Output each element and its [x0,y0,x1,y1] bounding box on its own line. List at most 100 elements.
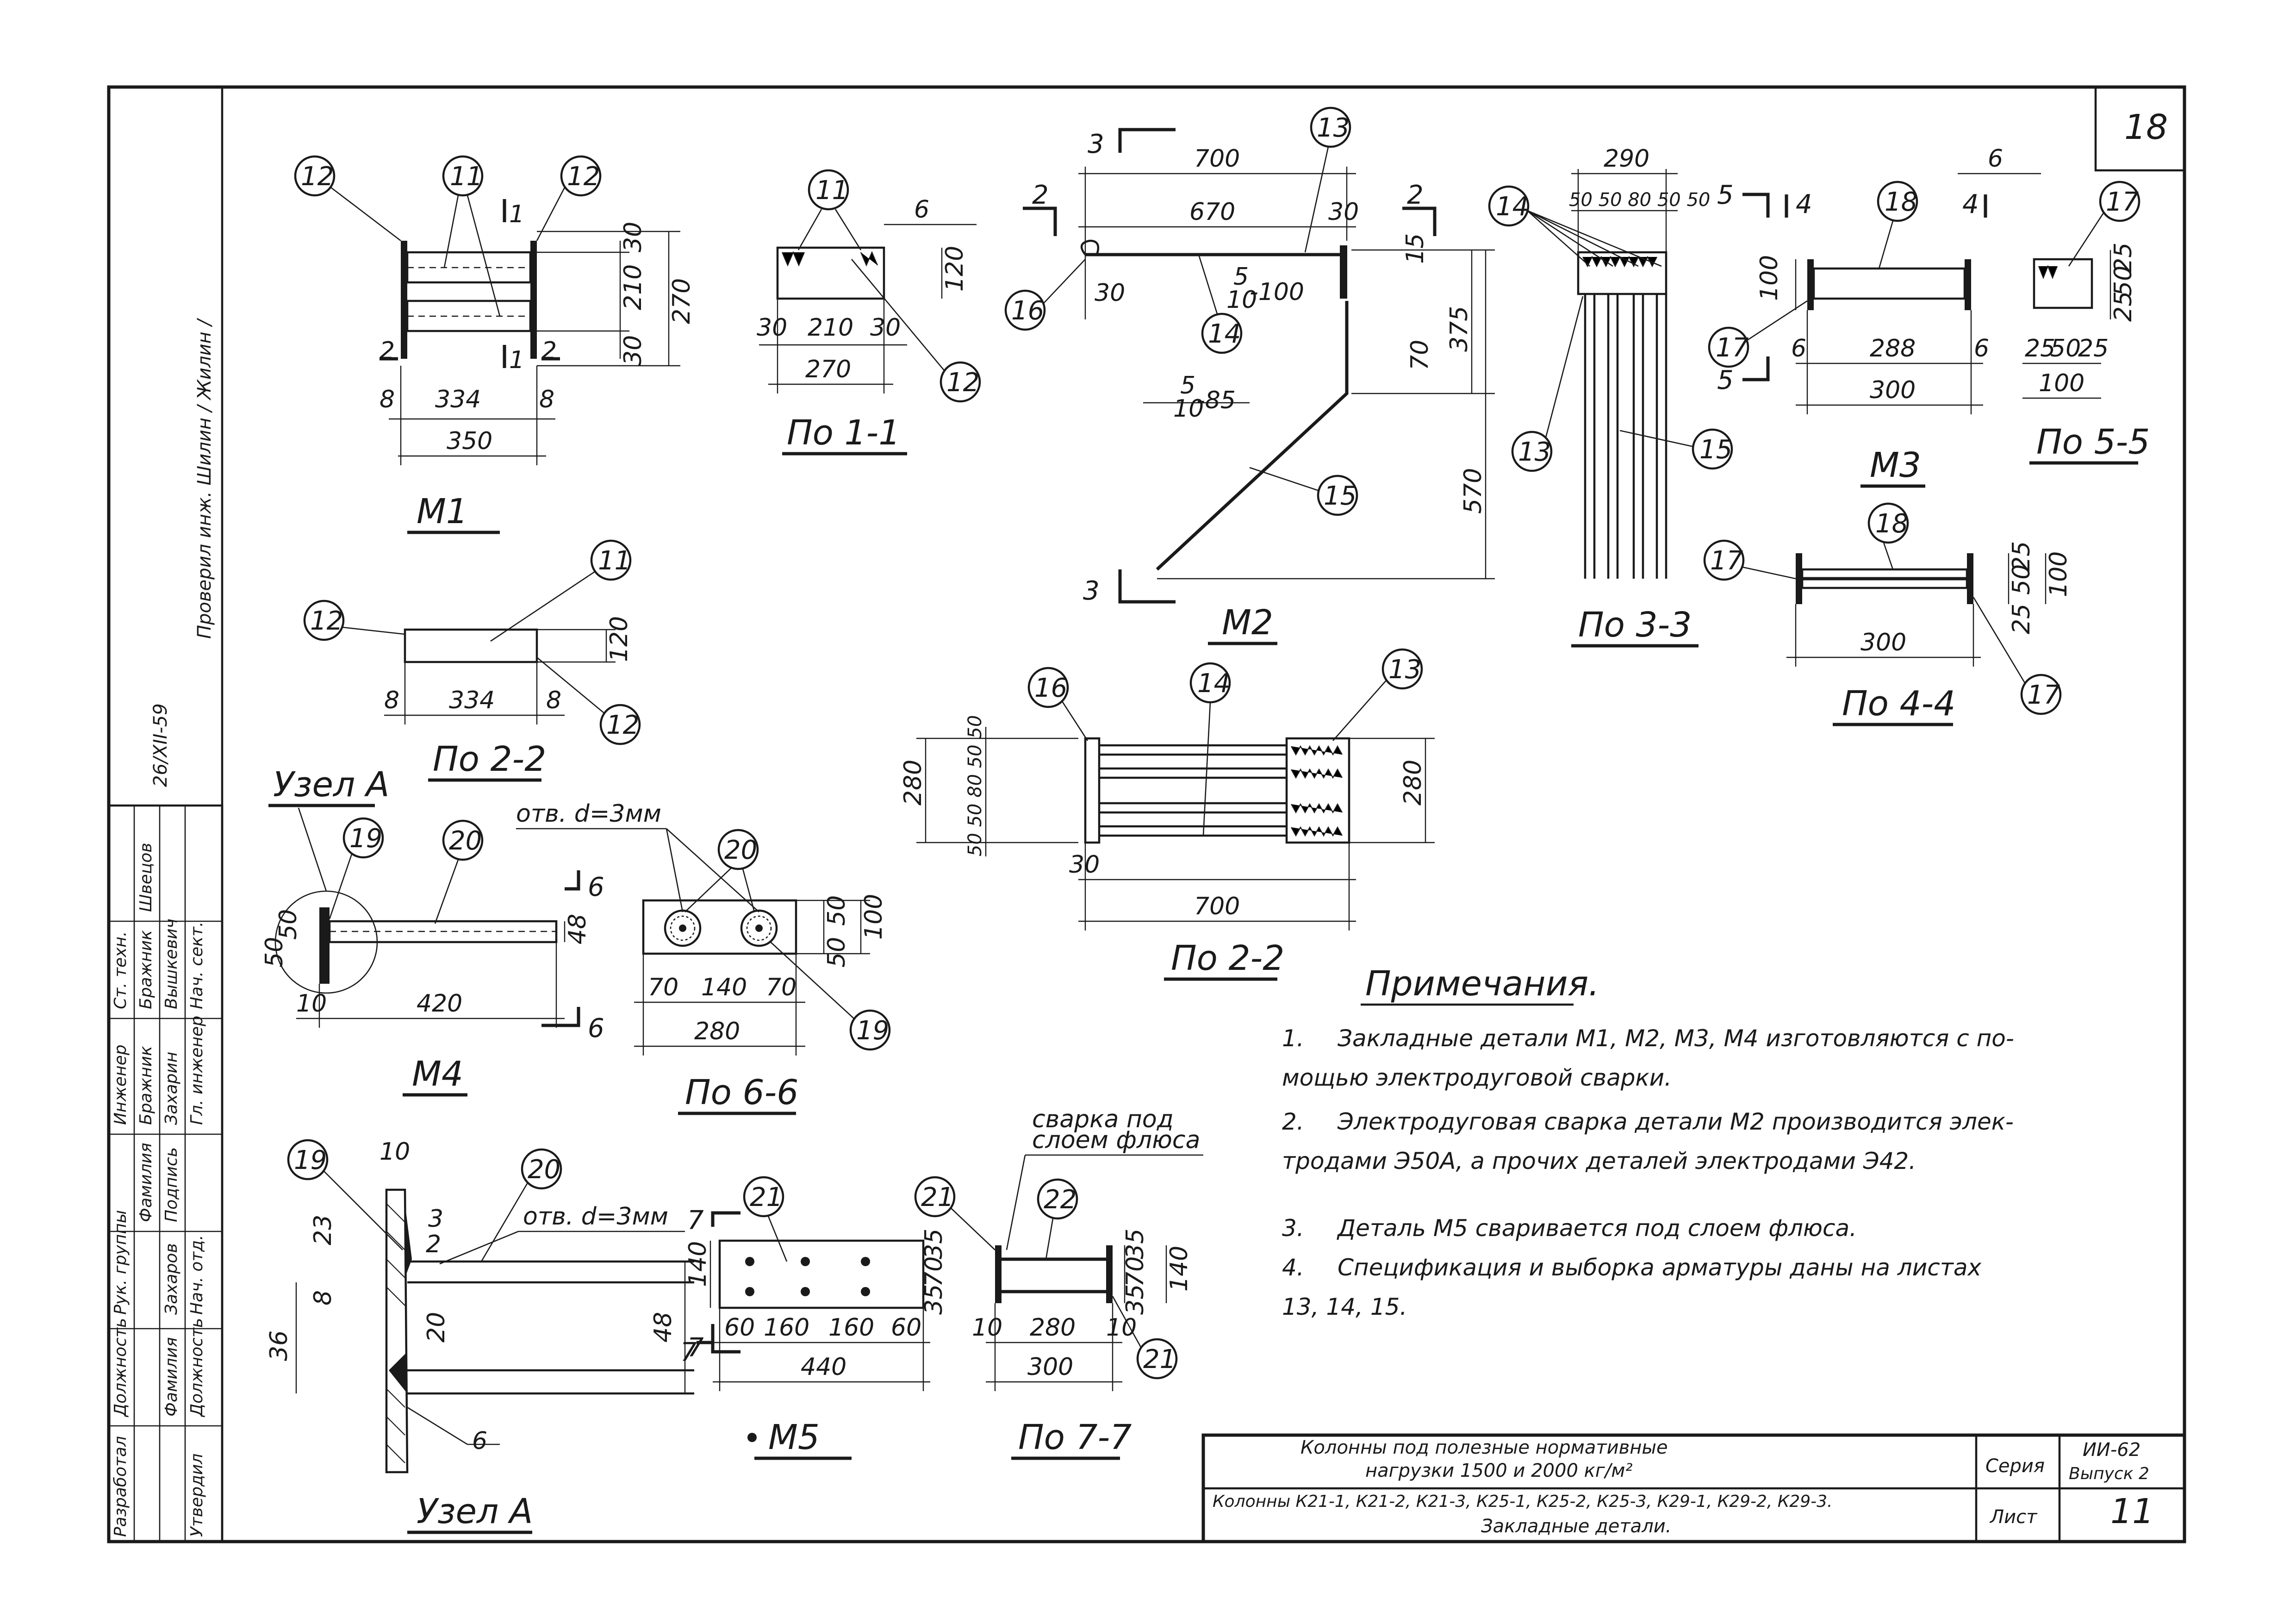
s77-dim-280: 280 [1030,1314,1076,1342]
nodea-section-7-bot: 7 [687,1333,704,1363]
m1-callout-12-left: 12 [301,162,334,192]
nodea-dim-36: 36 [265,1330,293,1361]
left-margin-notes: Проверил инж. Шилин / Жилин / 26/XII-59 [150,318,215,787]
m4-title: M4 [412,1054,463,1094]
m4-section-6-bot: 6 [588,1013,604,1043]
view-section-7-7: сварка под слоем флюса 21 22 21 35 70 35… [914,1106,1203,1460]
m5-callout-21: 21 [750,1182,783,1212]
s55-dim-25-top: 25 [2109,243,2137,273]
m1-dim-8-left: 8 [380,386,395,413]
side-name-6: Вышкевич [162,918,181,1009]
m4-dim-48: 48 [564,914,591,944]
stamp-series-label: Серия [1985,1455,2045,1477]
s44-dim-25-bot: 25 [2008,604,2035,634]
s55-dim-a: 25 [2025,335,2055,362]
s11-dim-30-left: 30 [757,314,787,342]
m1-dim-350: 350 [447,427,492,455]
m1-callout-11: 11 [450,162,483,192]
s11-callout-11: 11 [815,175,848,206]
side-row-tech: Ст. техн. [111,931,130,1009]
s22b-dim-280-left: 280 [899,760,927,806]
s55-callout-17: 17 [2106,187,2139,217]
m5-dim-35-b: 35 [920,1284,948,1315]
s77-weld-note-1: сварка под [1032,1106,1174,1133]
m2-section-3-bot: 3 [1083,576,1100,606]
m5-title: M5 [768,1418,820,1457]
s66-callout-19: 19 [856,1016,889,1046]
s11-dim-30-right: 30 [870,314,901,342]
nodea-dim-8: 8 [309,1290,337,1305]
stamp-series-value: ИИ-62 [2083,1439,2140,1461]
nodea-dim-20: 20 [423,1312,450,1343]
m1-section-1-top: 1 [509,200,524,228]
m2-weld-a-top: 5 [1233,263,1249,291]
s22a-dim-334: 334 [449,687,495,714]
side-name-1: Бражник [137,1046,156,1125]
m2-title: M2 [1222,603,1273,643]
s77-dim-35-a: 35 [1121,1229,1149,1259]
nodea-dim-2: 2 [426,1230,441,1258]
stamp-title-2: нагрузки 1500 и 2000 кг/м² [1365,1460,1632,1481]
s44-callout-17-right: 17 [2027,680,2060,710]
m1-callout-12-right: 12 [567,162,600,192]
m1-dim-210: 210 [619,264,647,310]
s11-dim-210: 210 [808,314,853,342]
m2-callout-13: 13 [1317,113,1350,143]
page-number-box [2094,86,2186,172]
notes-heading: Примечания. [1365,964,1599,1004]
m1-dim-30-top: 30 [619,222,647,252]
s22b-dim-700: 700 [1194,893,1240,920]
m2-weld-a-len: -100 [1250,278,1304,306]
m2-dim-30-right: 30 [1328,198,1359,226]
s22a-dim-8-right: 8 [546,687,561,714]
side-name-2: Бражник [137,930,156,1009]
m4-dim-420: 420 [417,990,462,1018]
view-section-6-6: отв. d=3мм 20 19 50 50 100 70 140 70 280… [516,800,891,1115]
s33-callout-13: 13 [1518,437,1551,467]
s55-dim-100: 100 [2039,369,2084,397]
s66-dim-100: 100 [860,894,888,940]
view-m2: 13 16 14 15 5 10 -100 5 10 -85 3 3 2 2 7… [1004,106,1495,645]
side-signature-table: Разработал Должность Рук. группы Инженер… [107,804,224,1543]
view-node-a: 19 20 отв. d=3мм 7 7 6 10 23 3 2 8 20 36… [265,1138,740,1534]
m2-dim-700: 700 [1194,145,1240,173]
nodea-hole-note: отв. d=3мм [523,1203,668,1230]
note-4-line-1: Спецификация и выборка арматуры даны на … [1338,1254,1981,1281]
s33-dim-290: 290 [1604,145,1649,173]
s77-dim-140: 140 [1165,1246,1193,1292]
nodea-callout-19: 19 [294,1145,327,1175]
checker-note: Проверил инж. Шилин / Жилин / [194,318,215,639]
s77-weld-note-2: слоем флюса [1032,1126,1200,1154]
view-section-2-2-m1: 12 11 12 120 8 334 8 По 2-2 [303,539,641,782]
side-col-signature: Подпись [162,1147,181,1222]
s22b-dim-30: 30 [1069,851,1100,879]
m4-callout-20: 20 [449,826,482,856]
m3-section-4-left: 4 [1796,189,1812,219]
m2-weld-a-bot: 10 [1226,286,1257,314]
s66-dim-50-b: 50 [823,937,851,968]
s77-callout-22: 22 [1044,1185,1076,1215]
s77-dim-300: 300 [1027,1353,1073,1381]
notes-block: Примечания. 1. Закладные детали M1, M2, … [1282,964,2014,1320]
s77-callout-21-left: 21 [921,1182,954,1212]
m5-dim-70: 70 [920,1256,948,1287]
nodea-section-7-top: 7 [687,1206,704,1236]
m3-section-5-top: 5 [1717,180,1734,210]
s55-dim-6: 6 [1988,145,2003,173]
s55-dim-c: 25 [2078,335,2109,362]
m3-dim-288: 288 [1870,335,1916,362]
m2-weld-b-bot: 10 [1173,395,1204,423]
side-name-5: Захарин [162,1052,181,1125]
s44-dim-100: 100 [2045,551,2072,597]
side-row-dept-head: Нач. отд. [187,1235,206,1315]
stamp-issue: Выпуск 2 [2069,1464,2149,1483]
s22b-title: По 2-2 [1171,938,1284,978]
date-note: 26/XII-59 [150,703,171,787]
side-row-approved: Утвердил [187,1454,206,1537]
m5-dim-35-a: 35 [920,1229,948,1259]
s77-dim-70: 70 [1121,1256,1149,1287]
note-3-line-1: Деталь M5 сваривается под слоем флюса. [1337,1215,1857,1242]
m4-callout-19: 19 [349,824,382,854]
s22b-callout-16: 16 [1034,673,1067,703]
